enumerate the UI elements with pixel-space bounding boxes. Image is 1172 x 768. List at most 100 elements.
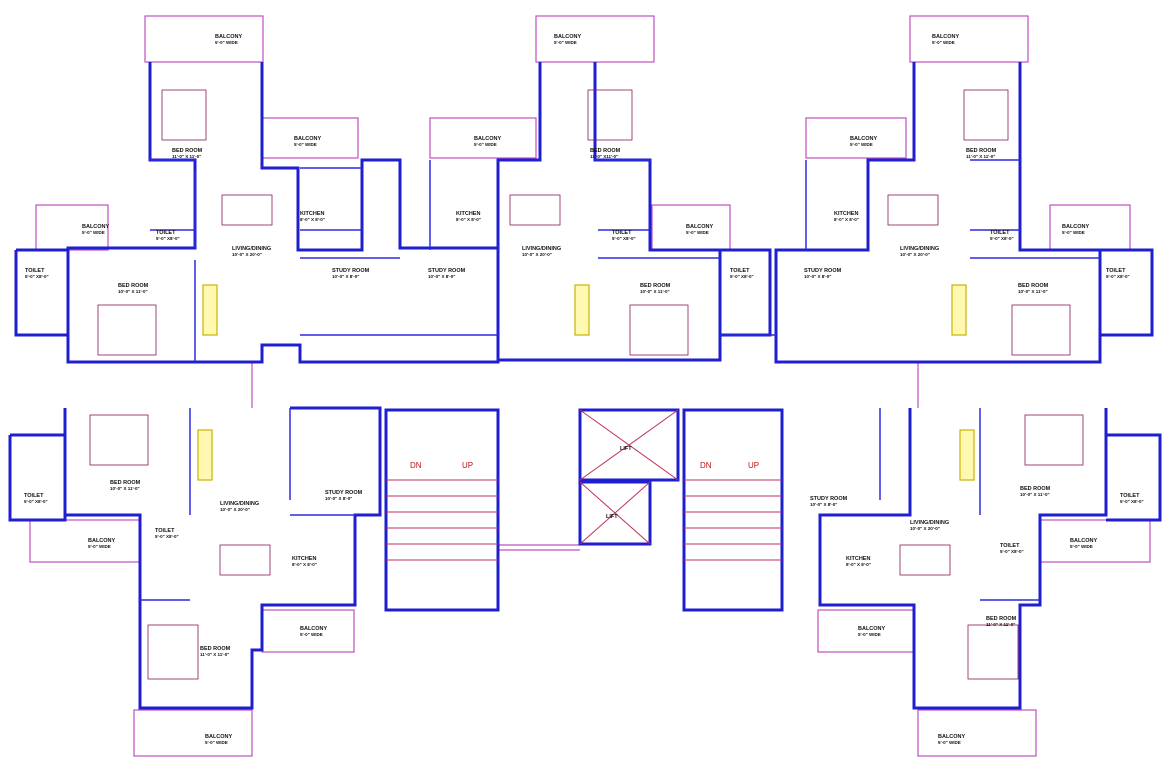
room-size: 5'-0" WIDE (932, 40, 955, 45)
room-label: STUDY ROOM (428, 268, 466, 274)
stair-right-up-label: UP (748, 461, 759, 470)
stair-left-up-label: UP (462, 461, 473, 470)
room-label: TOILET (1120, 493, 1140, 499)
room-size: 11'-0" X 11'-0" (200, 652, 229, 657)
room-label: KITCHEN (300, 211, 324, 217)
room-size: 5'-0" WIDE (205, 740, 228, 745)
room-label: BED ROOM (110, 480, 141, 486)
room-label: TOILET (155, 528, 175, 534)
stair-left-down-label: DN (410, 461, 422, 470)
room-size: 5'-0" WIDE (88, 544, 111, 549)
room-label: STUDY ROOM (810, 496, 848, 502)
furniture (89, 89, 1084, 680)
room-size: 5'-0" X8'-0" (156, 236, 180, 241)
room-size: 10'-0" X 11'-0" (1018, 289, 1048, 294)
room-label: KITCHEN (834, 211, 858, 217)
room-label: BED ROOM (118, 283, 149, 289)
room-size: 10'-0" X 11'-0" (110, 486, 140, 491)
room-size: 10'-0" X 20'-0" (232, 252, 262, 257)
room-size: 5'-0" X8'-0" (1106, 274, 1130, 279)
room-label: KITCHEN (292, 556, 316, 562)
room-size: 5'-0" X8'-0" (25, 274, 49, 279)
room-size: 5'-0" X8'-0" (1120, 499, 1144, 504)
room-label: TOILET (25, 268, 45, 274)
room-label: STUDY ROOM (804, 268, 842, 274)
room-size: 5'-0" WIDE (850, 142, 873, 147)
room-label: BALCONY (215, 34, 243, 40)
room-label: TOILET (1000, 543, 1020, 549)
room-label: LIVING/DINING (900, 246, 939, 252)
room-size: 5'-0" WIDE (938, 740, 961, 745)
room-size: 10'-0" X 8'-0" (332, 274, 359, 279)
room-size: 11'-0" X11'-0" (590, 154, 618, 159)
room-label: BED ROOM (640, 283, 671, 289)
room-size: 10'-0" X 8'-0" (325, 496, 352, 501)
room-size: 10'-0" X 11'-0" (1020, 492, 1050, 497)
room-label: BALCONY (554, 34, 582, 40)
room-label: TOILET (990, 230, 1010, 236)
stair-core: DN UP DN UP LIFT LIFT (384, 408, 784, 612)
room-label: BED ROOM (966, 148, 997, 154)
room-size: 5'-0" X8'-0" (24, 499, 48, 504)
room-size: 10'-0" X 8'-0" (810, 502, 837, 507)
outer-walls (8, 62, 1162, 710)
room-label: KITCHEN (456, 211, 480, 217)
room-label: LIVING/DINING (220, 501, 259, 507)
room-label: BALCONY (1062, 224, 1090, 230)
room-size: 8'-0" X 8'-0" (456, 217, 481, 222)
room-size: 10'-0" X 8'-0" (428, 274, 455, 279)
room-size: 10'-0" X 20'-0" (910, 526, 940, 531)
room-label: BALCONY (1070, 538, 1098, 544)
room-size: 5'-0" X8'-0" (612, 236, 636, 241)
room-label: LIVING/DINING (232, 246, 271, 252)
room-label: BED ROOM (590, 148, 621, 154)
room-label: TOILET (730, 268, 750, 274)
room-label: TOILET (1106, 268, 1126, 274)
room-label: TOILET (156, 230, 176, 236)
room-size: 5'-0" WIDE (686, 230, 709, 235)
room-size: 8'-0" X 8'-0" (834, 217, 859, 222)
room-label: BALCONY (294, 136, 322, 142)
room-size: 5'-0" X8'-0" (730, 274, 754, 279)
room-size: 5'-0" WIDE (1070, 544, 1093, 549)
room-label: KITCHEN (846, 556, 870, 562)
room-size: 8'-0" X 8'-0" (846, 562, 871, 567)
stair-right-down-label: DN (700, 461, 712, 470)
room-size: 5'-0" WIDE (858, 632, 881, 637)
room-size: 8'-0" X 8'-0" (292, 562, 317, 567)
room-size: 5'-0" WIDE (474, 142, 497, 147)
room-size: 11'-0" X 11'-0" (172, 154, 201, 159)
room-label: BALCONY (88, 538, 116, 544)
room-size: 10'-0" X 11'-0" (118, 289, 148, 294)
room-label: BED ROOM (1018, 283, 1049, 289)
room-label: BED ROOM (172, 148, 203, 154)
room-size: 5'-0" X8'-0" (1000, 549, 1024, 554)
room-label: BALCONY (850, 136, 878, 142)
room-label: BALCONY (474, 136, 502, 142)
lift-1-label: LIFT (620, 446, 632, 452)
room-label: BED ROOM (1020, 486, 1051, 492)
room-label: BED ROOM (200, 646, 231, 652)
room-label: BED ROOM (986, 616, 1017, 622)
room-labels: BALCONY 5'-0" WIDE BED ROOM 11'-0" X 11'… (24, 34, 1144, 745)
room-size: 11'-0" X 11'-0" (986, 622, 1015, 627)
room-label: BALCONY (300, 626, 328, 632)
room-label: LIVING/DINING (910, 520, 949, 526)
room-label: TOILET (24, 493, 44, 499)
room-label: BALCONY (932, 34, 960, 40)
room-size: 5'-0" WIDE (82, 230, 105, 235)
room-size: 5'-0" WIDE (554, 40, 577, 45)
room-label: TOILET (612, 230, 632, 236)
room-label: BALCONY (858, 626, 886, 632)
room-label: STUDY ROOM (332, 268, 370, 274)
room-size: 5'-0" X8'-0" (155, 534, 179, 539)
room-size: 11'-0" X 11'-0" (966, 154, 995, 159)
room-label: STUDY ROOM (325, 490, 363, 496)
room-size: 10'-0" X 20'-0" (900, 252, 930, 257)
room-label: BALCONY (82, 224, 110, 230)
inner-partitions (140, 159, 1100, 601)
room-label: BALCONY (938, 734, 966, 740)
room-size: 5'-0" X8'-0" (990, 236, 1014, 241)
room-size: 8'-0" X 8'-0" (300, 217, 325, 222)
